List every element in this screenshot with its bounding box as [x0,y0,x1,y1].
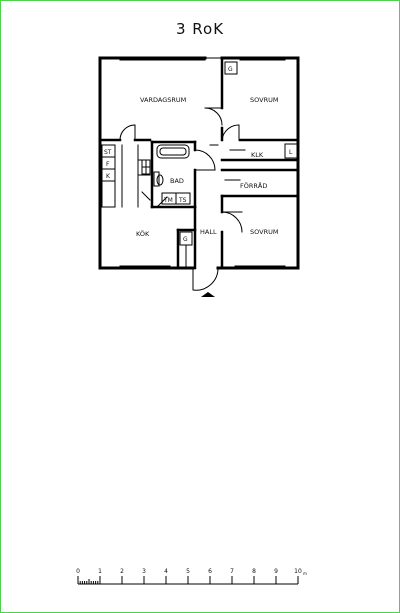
room-label-bad: BAD [170,177,184,185]
scale-tick-label: 6 [208,568,212,575]
scale-bar [77,576,299,585]
scale-tick-label: 7 [230,568,234,575]
fixture-label-g-bottom: G [183,236,188,243]
fixture-label-k: K [106,173,111,180]
scale-tick-label: 5 [186,568,190,575]
room-label-sovrum-bottom: SOVRUM [250,228,278,236]
kitchen-counter [101,144,151,208]
bath-fixtures [153,144,191,208]
scale-tick-label: 4 [164,568,168,575]
room-label-vardagsrum: VARDAGSRUM [140,96,186,104]
scale-tick-label: 9 [274,568,278,575]
doors [119,107,246,291]
room-label-forrad: FÖRRÅD [240,181,267,190]
room-label-sovrum-top: SOVRUM [250,96,278,104]
fixture-label-st: ST [104,149,112,156]
entrance-arrow [201,292,215,297]
scale-unit: m [303,571,307,576]
scale-tick-label: 3 [142,568,146,575]
fixture-boxes [179,61,298,267]
room-label-klk: KLK [251,151,264,159]
plan-title: 3 RoK [175,20,225,38]
interior-walls [98,56,300,270]
fixture-label-g-top: G [228,66,233,73]
scale-tick-label: 2 [120,568,124,575]
fixture-label-l: L [289,149,293,156]
room-label-kok: KÖK [136,229,150,238]
outer-walls [98,56,300,270]
fixture-label-ts: TS [178,197,187,204]
room-label-hall: HALL [200,228,217,236]
scale-tick-label: 8 [252,568,256,575]
scale-tick-label: 1 [98,568,102,575]
fixture-label-tm: TM [163,197,173,204]
scale-tick-label: 0 [76,568,80,575]
scale-tick-label: 10 [294,568,302,575]
fixture-label-f: F [106,161,110,168]
